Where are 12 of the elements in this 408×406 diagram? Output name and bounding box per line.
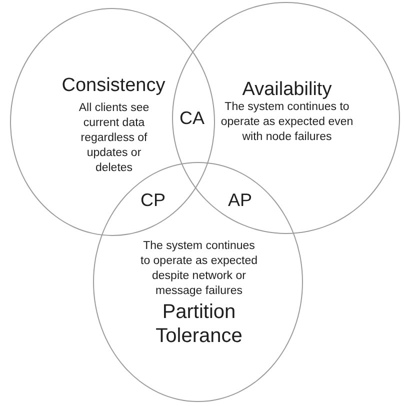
venn-circle — [10, 8, 215, 236]
set-title: Partition Tolerance — [154, 300, 244, 348]
set-title: Availability — [241, 79, 333, 101]
venn-circle — [172, 2, 400, 234]
intersection-label: CP — [140, 190, 166, 210]
venn-circle — [93, 162, 303, 402]
set-description: The system continues to operate as expected even with node failures — [220, 100, 354, 145]
set-title: Consistency — [60, 75, 166, 97]
set-description: All clients see current data regardless of updates or deletes — [78, 101, 150, 176]
set-description: The system continues to operate as expected despite network or message failures — [140, 239, 258, 299]
intersection-label: CA — [180, 108, 205, 128]
intersection-label: AP — [228, 190, 252, 210]
